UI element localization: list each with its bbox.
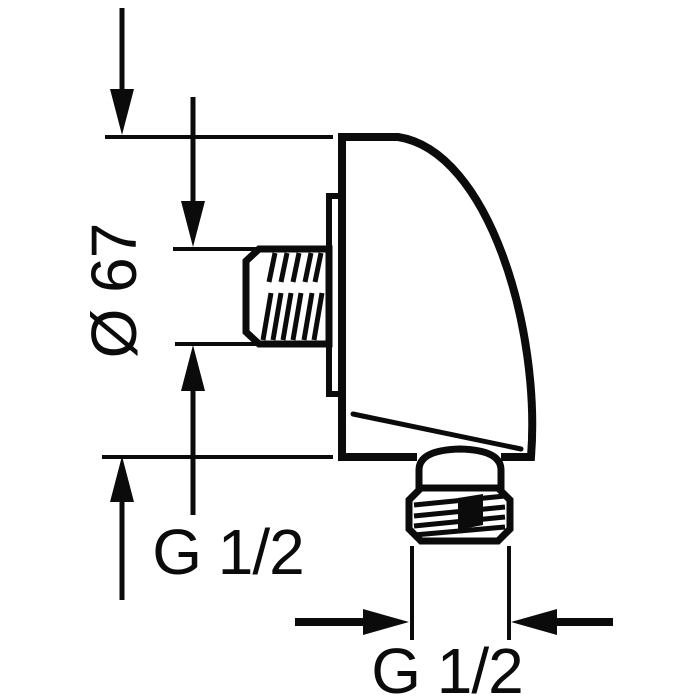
- inlet-thread-dimension-label: G 1/2: [152, 516, 305, 588]
- body-slope-line: [350, 411, 524, 452]
- outer-diameter-arrow-down: [110, 8, 134, 135]
- outer-diameter-dimension-label: Ø 67: [78, 223, 150, 359]
- outlet-collar-dome: [415, 445, 505, 492]
- outlet-thread-arrow-right: [295, 609, 409, 635]
- elbow-body-outline: [338, 133, 537, 461]
- outlet-thread-arrow-left: [511, 609, 613, 635]
- inlet-thread-arrow-up: [181, 345, 205, 515]
- outlet-thread-dimension-label: G 1/2: [371, 635, 524, 700]
- inlet-thread-arrow-down: [181, 97, 205, 247]
- inlet-thread-hatching: [260, 252, 325, 341]
- outlet-thread-hatching: [413, 493, 506, 538]
- outer-diameter-arrow-up: [110, 456, 134, 600]
